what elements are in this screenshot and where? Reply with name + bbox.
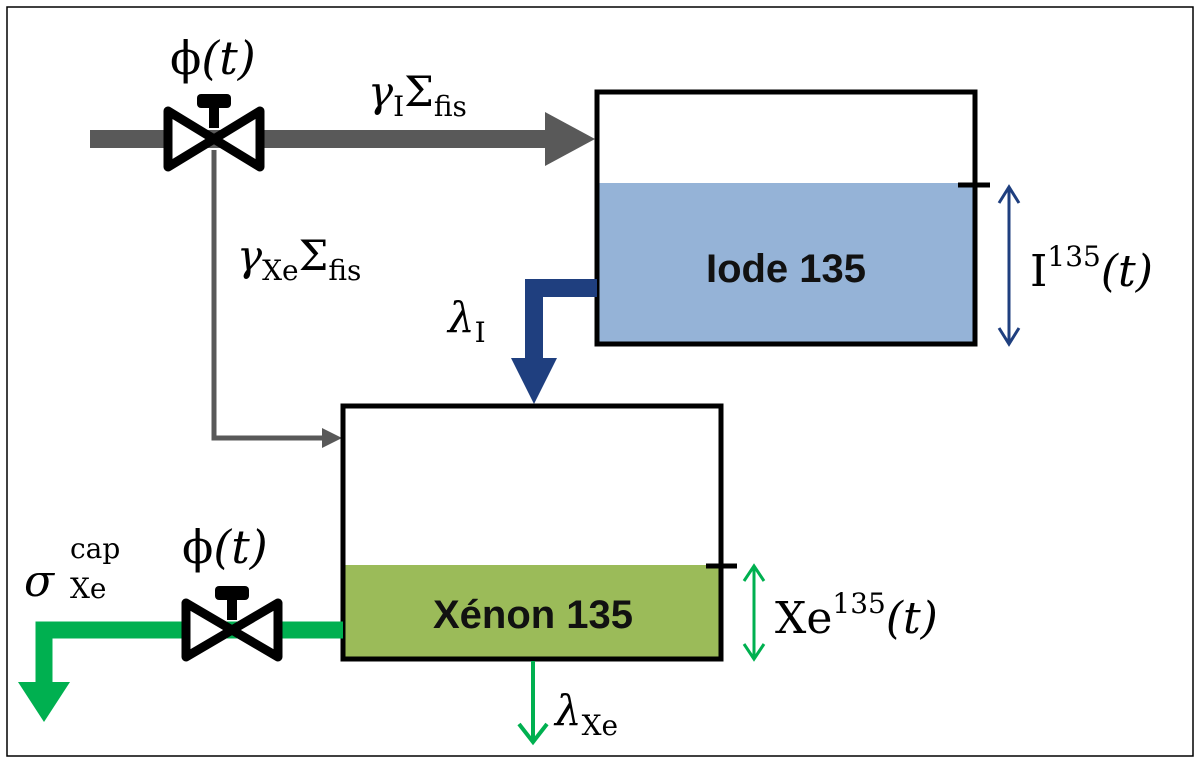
iodine-yield-label: γIΣfis	[368, 67, 467, 123]
xenon-level-label: Xe135(t)	[775, 587, 938, 644]
top-valve-label: ϕ(t)	[170, 31, 256, 85]
xenon-feed-line	[211, 150, 325, 441]
iodine-level-arrow	[997, 184, 1021, 347]
capture-cross-section-sup: cap	[70, 532, 120, 565]
iodine-tank-label: Iode 135	[706, 247, 866, 291]
xenon-yield-label: γXeΣfis	[237, 231, 361, 287]
xenon-feed-arrowhead	[322, 428, 342, 448]
top-valve-icon	[163, 94, 265, 172]
capture-cross-section-label: σ	[24, 556, 56, 607]
iodine-level-fill	[597, 183, 975, 344]
iodine-decay-arrow	[511, 279, 597, 404]
xenon-level-arrow	[742, 563, 766, 662]
xenon-decay-label: λXe	[553, 686, 618, 742]
xenon-decay-arrow	[517, 661, 549, 746]
bottom-valve-icon	[181, 586, 283, 662]
fission-flow-pipe	[90, 130, 550, 148]
xenon-tank-label: Xénon 135	[433, 593, 633, 637]
iodine-tank-outline	[594, 89, 978, 347]
xenon-level-fill	[343, 565, 721, 659]
bottom-valve-label: ϕ(t)	[182, 520, 268, 574]
xenon-tank: Xénon 135	[340, 403, 724, 662]
capture-cross-section-sub: Xe	[70, 572, 107, 605]
frame	[6, 6, 1194, 757]
iodine-tank: Iode 135	[594, 89, 978, 347]
xenon-tank-outline	[340, 403, 724, 662]
iodine-decay-label: λI	[446, 293, 486, 349]
iodine-level-label: I135(t)	[1030, 240, 1153, 297]
fission-flow-arrowhead	[545, 112, 595, 166]
xenon-capture-pipe	[18, 621, 343, 722]
